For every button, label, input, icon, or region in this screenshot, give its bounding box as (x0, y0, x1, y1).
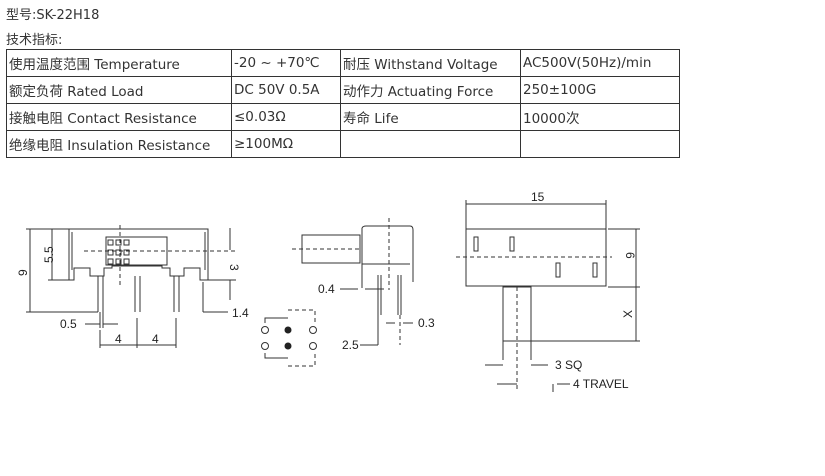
front-view: 9 5.5 3 1.4 0.5 4 4 (16, 225, 249, 348)
dim-0-4: 0.4 (318, 282, 335, 296)
dim-0-5: 0.5 (60, 317, 77, 331)
dim-0-3: 0.3 (418, 316, 435, 330)
cell: 耐压 Withstand Voltage (340, 49, 521, 77)
dim-pitch-2: 4 (152, 332, 159, 346)
cell (520, 130, 680, 158)
model-number: 型号:SK-22H18 (6, 8, 100, 23)
cell: 使用温度范围 Temperature (6, 49, 232, 77)
dim-3-sq: 3 SQ (555, 358, 582, 372)
cell: 绝缘电阻 Insulation Resistance (6, 130, 232, 158)
pcb-footprint (261, 309, 317, 367)
dim-x: X (621, 310, 635, 318)
dim-1-4: 1.4 (232, 306, 249, 320)
dim-2-5: 2.5 (342, 338, 359, 352)
cell: 接触电阻 Contact Resistance (6, 103, 232, 131)
dim-4-travel: 4 TRAVEL (573, 377, 629, 391)
dim-5-5: 5.5 (42, 246, 56, 263)
dim-15: 15 (531, 190, 545, 204)
cell: 动作力 Actuating Force (340, 76, 521, 104)
specs-heading: 技术指标: (6, 33, 63, 48)
top-view: 15 6 X 3 SQ 4 TRAVEL (456, 190, 640, 392)
dim-9: 9 (16, 269, 30, 276)
cell: ≥100MΩ (231, 130, 341, 158)
cell: DC 50V 0.5A (231, 76, 341, 104)
dim-6: 6 (623, 252, 637, 259)
cell: ≤0.03Ω (231, 103, 341, 131)
table-row: 绝缘电阻 Insulation Resistance≥100MΩ (6, 130, 680, 158)
cell (340, 130, 521, 158)
cell: AC500V(50Hz)/min (520, 49, 680, 77)
side-view: 0.4 0.3 2.5 (292, 218, 435, 352)
cell: 额定负荷 Rated Load (6, 76, 232, 104)
dim-3: 3 (227, 264, 241, 271)
dim-pitch-1: 4 (115, 332, 122, 346)
cell: 250±100G (520, 76, 680, 104)
